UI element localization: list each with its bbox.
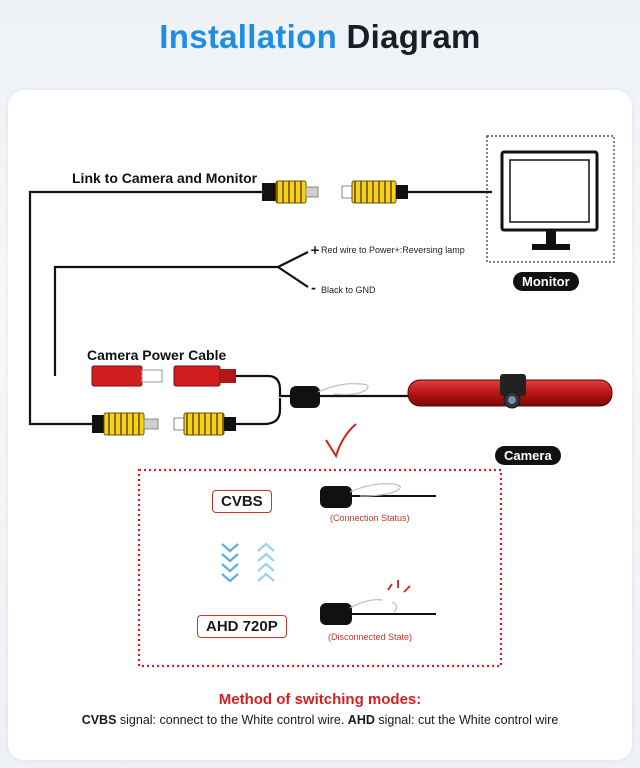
cvbs-instruction: signal: connect to the White control wir… <box>116 713 348 727</box>
power-cable-label: Camera Power Cable <box>87 347 227 363</box>
plus-icon: + <box>310 243 320 257</box>
connection-status-label: (Connection Status) <box>330 513 410 523</box>
method-heading: Method of switching modes: <box>218 691 422 708</box>
rca-connector-top-right <box>341 180 408 204</box>
link-label: Link to Camera and Monitor <box>72 170 258 186</box>
ahd-connector <box>320 580 436 625</box>
rca-connector-bottom-left <box>92 412 159 436</box>
title-part-2: Diagram <box>346 18 481 55</box>
control-box <box>290 383 369 408</box>
monitor-label: Monitor <box>513 272 579 291</box>
power-connector-left <box>91 365 163 387</box>
rca-connector-top-left <box>262 180 319 204</box>
minus-icon: - <box>311 281 316 295</box>
black-wire-label: Black to GND <box>321 285 376 295</box>
red-wire-label: Red wire to Power+:Reversing lamp <box>321 245 465 255</box>
disconnected-state-label: (Disconnected State) <box>328 632 413 642</box>
down-arrows-icon <box>221 543 239 583</box>
rca-connector-bottom-right <box>173 412 236 436</box>
wires <box>28 190 492 426</box>
page-title: Installation Diagram <box>0 18 640 56</box>
cvbs-term: CVBS <box>81 713 117 727</box>
cvbs-connector <box>320 483 436 508</box>
ahd-term: AHD <box>347 713 375 727</box>
title-part-1: Installation <box>159 18 338 55</box>
check-mark-icon <box>325 423 357 459</box>
up-arrows-icon <box>257 542 275 582</box>
monitor-icon <box>486 135 615 263</box>
camera-lamp <box>407 374 613 409</box>
mode-box <box>137 468 503 668</box>
ahd-instruction: signal: cut the White control wire <box>374 713 559 727</box>
camera-label: Camera <box>495 446 561 465</box>
ahd-mode-label: AHD 720P <box>197 615 287 638</box>
power-connector-right <box>173 365 236 387</box>
method-description: CVBS signal: connect to the White contro… <box>0 713 640 727</box>
cvbs-mode-label: CVBS <box>212 490 272 513</box>
